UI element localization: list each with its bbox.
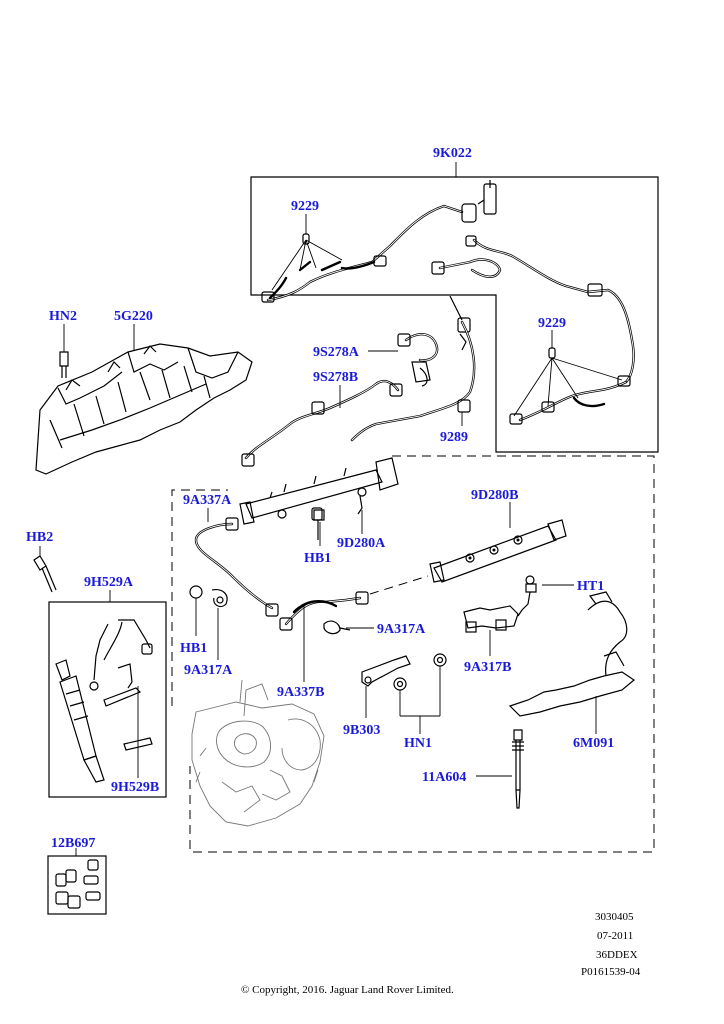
label-6m091[interactable]: 6M091: [573, 736, 614, 751]
label-hb1-top[interactable]: HB1: [304, 551, 331, 566]
label-9d280b[interactable]: 9D280B: [471, 488, 518, 503]
label-hb1-bottom[interactable]: HB1: [180, 641, 207, 656]
fuel-return-group-box: [250, 176, 659, 453]
label-9h529b[interactable]: 9H529B: [111, 780, 159, 795]
label-5g220[interactable]: 5G220: [114, 309, 153, 324]
label-11a604[interactable]: 11A604: [422, 770, 466, 785]
fuel-rail-9d280a-part: [239, 457, 399, 525]
reference-model: 36DDEX: [596, 949, 638, 961]
clamp-9a317a-right-part: [323, 620, 351, 635]
bracket-9b303-part: [361, 655, 411, 687]
injection-group-dashed-box: [171, 455, 655, 853]
label-9a337a[interactable]: 9A337A: [183, 493, 232, 508]
clip-9229-right-part: [513, 330, 623, 417]
label-9s278b[interactable]: 9S278B: [313, 370, 358, 385]
copyright-notice: © Copyright, 2016. Jaguar Land Rover Lim…: [241, 984, 454, 996]
label-hn2[interactable]: HN2: [49, 309, 77, 324]
label-9d280a[interactable]: 9D280A: [337, 536, 386, 551]
label-9s278a[interactable]: 9S278A: [313, 345, 360, 360]
fuel-return-hose-part: [261, 180, 635, 425]
reference-date: 07-2011: [597, 930, 633, 942]
label-9h529a[interactable]: 9H529A: [84, 575, 134, 590]
leader-hn1: [399, 666, 441, 734]
label-9229-right[interactable]: 9229: [538, 316, 566, 331]
fuel-pump-ghost: [191, 679, 325, 827]
label-ht1[interactable]: HT1: [577, 579, 604, 594]
label-hn1[interactable]: HN1: [404, 736, 432, 751]
label-9a337b[interactable]: 9A337B: [277, 685, 324, 700]
injector-kit-9h529a-part: [55, 619, 153, 783]
label-9a317b[interactable]: 9A317B: [464, 660, 511, 675]
label-9b303[interactable]: 9B303: [343, 723, 380, 738]
label-12b697[interactable]: 12B697: [51, 836, 95, 851]
nut-hn2-part: [59, 351, 69, 378]
glow-plug-connector-ht1-part: [517, 575, 537, 617]
bolt-hb1-top-part: [313, 509, 325, 540]
label-9229-top[interactable]: 9229: [291, 199, 319, 214]
reference-illustration: P0161539-04: [581, 966, 641, 978]
pipe-9s278a-part: [397, 317, 471, 387]
glow-plug-11a604-part: [512, 729, 524, 809]
bolt-hb2-part: [33, 555, 57, 593]
label-9k022[interactable]: 9K022: [433, 146, 472, 161]
heat-shield-part: [35, 343, 253, 475]
injector-kit-box: [48, 601, 167, 798]
nut-hn1-part: [393, 653, 447, 691]
seal-kit-box: [47, 855, 107, 915]
seal-kit-12b697-part: [55, 859, 101, 909]
rail-link-dash: [369, 575, 429, 595]
label-9289[interactable]: 9289: [440, 430, 468, 445]
label-9a317a[interactable]: 9A317A: [377, 622, 426, 637]
reference-code: 3030405: [595, 911, 634, 923]
pipe-9a337a-part: [194, 517, 279, 617]
label-hb2[interactable]: HB2: [26, 530, 53, 545]
clamp-9a317b-part: [463, 605, 519, 633]
pipe-9289-part: [350, 295, 476, 442]
clip-9229-top-part: [271, 214, 343, 291]
pipe-9s278b-part: [241, 379, 403, 467]
glow-plug-harness-6m091-part: [508, 591, 636, 717]
label-9a317a-left[interactable]: 9A317A: [184, 663, 233, 678]
pipe-9a337b-part: [279, 591, 369, 631]
fuel-rail-9d280b-part: [429, 519, 567, 583]
